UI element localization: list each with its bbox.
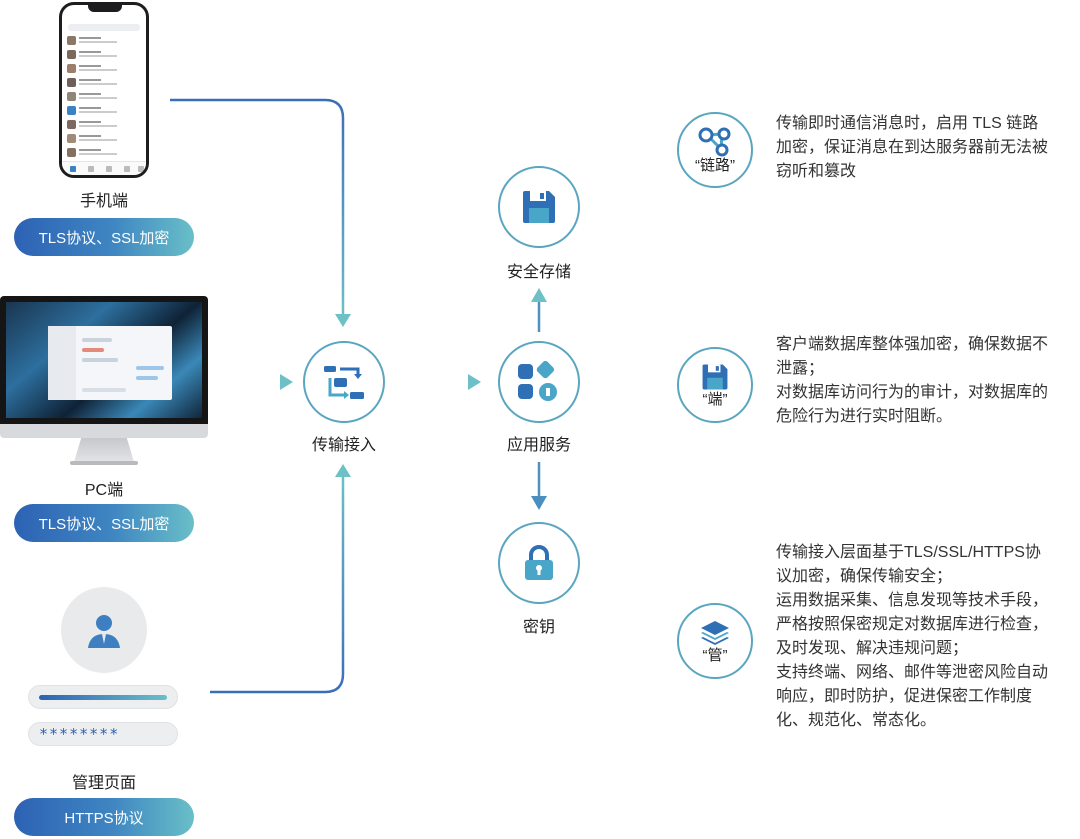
description-line: 化、规范化、常态化。 (776, 712, 937, 729)
arrow-up-storage (531, 288, 547, 302)
arrow-right-transport (280, 374, 293, 390)
pc-monitor-chin (0, 424, 208, 438)
description-line: 危险行为进行实时阻断。 (776, 408, 953, 425)
share-nodes-icon (698, 127, 731, 156)
pc-monitor-base (70, 461, 138, 465)
description-line: 对数据库访问行为的审计，对数据库的 (776, 384, 1049, 401)
lock-icon (525, 545, 553, 580)
admin-to-transport-line (210, 474, 345, 694)
feature-link-description: 传输即时通信消息时，启用 TLS 链路 加密，保证消息在到达服务器前无法被 窃听… (776, 112, 1048, 184)
admin-avatar (61, 587, 147, 673)
description-line: 泄露； (776, 360, 825, 377)
feature-link-label: “链路” (695, 156, 735, 174)
description-line: 响应，即时防护，促进保密工作制度 (776, 688, 1033, 705)
feature-management-badge: “管” (677, 603, 753, 679)
apps-icon (518, 361, 557, 401)
user-icon (88, 615, 120, 648)
username-field[interactable] (28, 685, 178, 709)
feature-endpoint-label: “端” (702, 390, 728, 408)
admin-label: 管理页面 (71, 775, 136, 792)
feature-endpoint-badge: “端” (677, 347, 753, 423)
storage-node (498, 166, 580, 248)
key-node (498, 522, 580, 604)
description-line: 传输即时通信消息时，启用 TLS 链路 (776, 115, 1039, 132)
mobile-to-transport-line (170, 98, 345, 318)
mobile-phone-image (59, 2, 149, 178)
pc-monitor-stand (74, 438, 134, 462)
password-field[interactable]: ******** (28, 722, 178, 746)
admin-protocol-badge: HTTPS协议 (14, 798, 194, 836)
mobile-protocol-badge: TLS协议、SSL加密 (14, 218, 194, 256)
app-service-node (498, 341, 580, 423)
app-service-label: 应用服务 (506, 437, 571, 454)
password-mask: ******** (39, 725, 120, 743)
arrow-right-app (468, 374, 481, 390)
description-line: 传输接入层面基于TLS/SSL/HTTPS协 (776, 544, 1041, 561)
save-icon (523, 191, 555, 223)
description-line: 议加密，确保传输安全； (776, 568, 953, 585)
description-line: 严格按照保密规定对数据库进行检查， (776, 616, 1049, 633)
mobile-label: 手机端 (79, 193, 128, 210)
feature-management-description: 传输接入层面基于TLS/SSL/HTTPS协 议加密，确保传输安全； 运用数据采… (776, 541, 1048, 733)
pc-label: PC端 (84, 482, 124, 499)
key-label: 密钥 (522, 619, 555, 636)
storage-label: 安全存储 (506, 264, 571, 281)
description-line: 客户端数据库整体强加密，确保数据不 (776, 336, 1049, 353)
description-line: 窃听和篡改 (776, 163, 857, 180)
transport-label: 传输接入 (311, 437, 376, 454)
pc-protocol-badge: TLS协议、SSL加密 (14, 504, 194, 542)
arrow-down-key (531, 496, 547, 510)
description-line: 运用数据采集、信息发现等技术手段， (776, 592, 1049, 609)
arrow-up-transport (335, 464, 351, 477)
feature-endpoint-description: 客户端数据库整体强加密，确保数据不 泄露； 对数据库访问行为的审计，对数据库的 … (776, 333, 1048, 429)
save-icon (702, 364, 728, 389)
feature-management-label: “管” (702, 646, 728, 664)
transfer-icon (324, 366, 364, 399)
description-line: 加密，保证消息在到达服务器前无法被 (776, 139, 1049, 156)
layers-icon (701, 620, 729, 645)
description-line: 及时发现、解决违规问题； (776, 640, 969, 657)
transport-node (303, 341, 385, 423)
feature-link-badge: “链路” (677, 112, 753, 188)
description-line: 支持终端、网络、邮件等泄密风险自动 (776, 664, 1049, 681)
pc-monitor-image (0, 296, 208, 424)
arrow-down-transport (335, 314, 351, 327)
